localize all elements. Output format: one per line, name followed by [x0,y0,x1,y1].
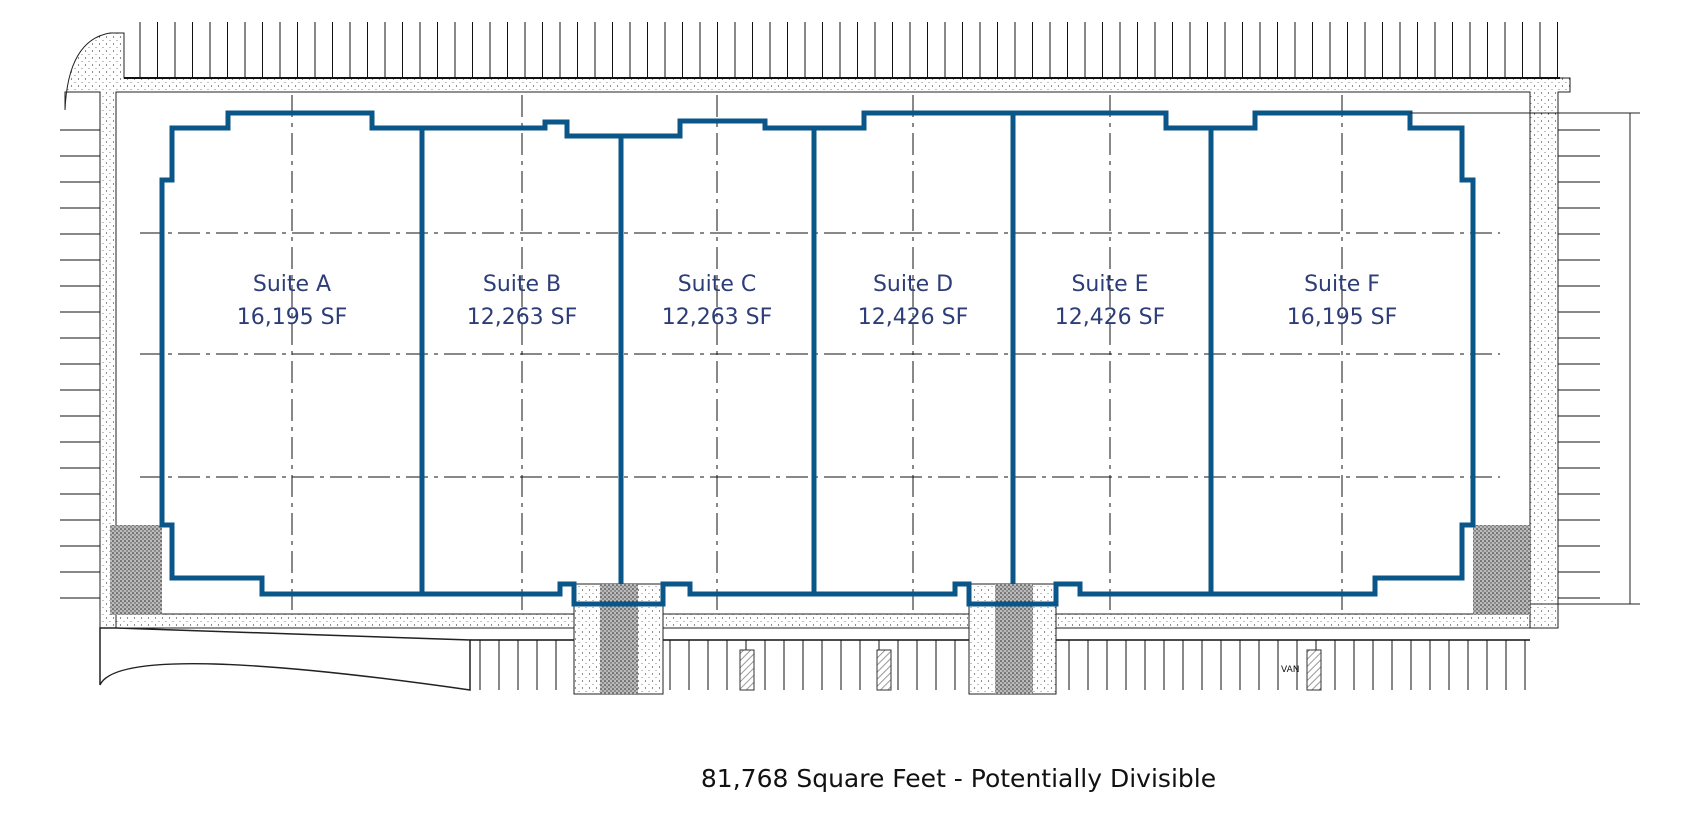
parking-stalls-side [60,129,1600,599]
parking-stalls-top [124,22,1560,79]
suite-area: 16,195 SF [236,305,348,330]
suite-name: Suite F [1304,272,1380,297]
suite-name: Suite D [872,272,954,297]
suite-area: 12,263 SF [661,305,773,330]
suite-name: Suite A [252,272,332,297]
suite-f-label: Suite F 16,195 SF [1242,268,1442,334]
column-grid [140,95,1500,610]
suite-name: Suite B [482,272,562,297]
suite-area: 12,426 SF [1054,305,1166,330]
suite-name: Suite C [677,272,757,297]
suite-name: Suite E [1071,272,1149,297]
suite-area: 12,426 SF [857,305,969,330]
total-area-caption: 81,768 Square Feet - Potentially Divisib… [700,764,1217,793]
dimension-line [1410,112,1640,605]
exterior-wall [159,110,1476,607]
suite-area: 12,263 SF [466,305,578,330]
sidewalk [64,32,1571,691]
suite-b-label: Suite B 12,263 SF [422,268,622,334]
suite-c-label: Suite C 12,263 SF [617,268,817,334]
suite-a-label: Suite A 16,195 SF [192,268,392,334]
van-label: VAN [1281,665,1299,675]
suite-area: 16,195 SF [1286,305,1398,330]
building-walls [159,110,1476,607]
suite-d-label: Suite D 12,426 SF [813,268,1013,334]
suite-e-label: Suite E 12,426 SF [1010,268,1210,334]
